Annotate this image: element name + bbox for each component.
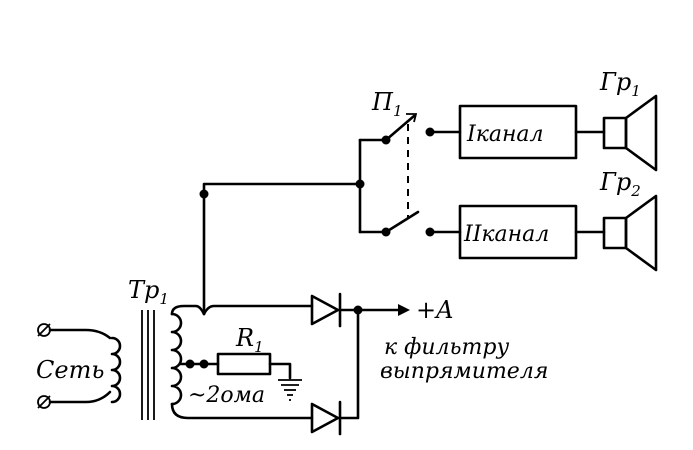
resistor-to-ground-wire bbox=[268, 362, 292, 380]
speaker-1 bbox=[602, 94, 658, 172]
resistor-r1 bbox=[216, 352, 272, 376]
switch-label: П1 bbox=[371, 88, 402, 120]
speaker1-label: Гр1 bbox=[599, 68, 641, 100]
rectifier-tie-wire bbox=[338, 308, 360, 420]
transformer-primary-winding bbox=[110, 336, 122, 404]
mains-wire-bottom bbox=[48, 390, 112, 404]
secondary-bottom-wire bbox=[170, 402, 314, 420]
transformer-secondary-winding bbox=[170, 312, 183, 406]
mains-terminal-bottom bbox=[37, 395, 51, 409]
rectifier-junction-dot bbox=[353, 305, 363, 315]
resistance-value-label: ~2ома bbox=[188, 383, 265, 408]
secondary-top-wire bbox=[170, 304, 314, 316]
transformer-label: Тр1 bbox=[128, 276, 169, 308]
supply-vertical-wire bbox=[202, 182, 362, 316]
mains-label: Сеть bbox=[36, 356, 104, 384]
switch-contact-2 bbox=[381, 210, 435, 237]
speaker-2 bbox=[602, 194, 658, 272]
channel1-label: Iканал bbox=[466, 122, 544, 147]
output-arrow bbox=[398, 304, 410, 316]
filter-label-line2: выпрямителя bbox=[380, 359, 548, 384]
speaker2-label: Гр2 bbox=[599, 168, 641, 200]
plus-a-label: +A bbox=[416, 296, 453, 324]
diode-lower bbox=[310, 400, 342, 436]
diode-upper bbox=[310, 292, 342, 328]
junction-dot bbox=[199, 189, 209, 199]
transformer-core bbox=[141, 310, 155, 420]
filter-label-line1: к фильтру bbox=[384, 335, 509, 360]
mains-wire-top bbox=[48, 328, 112, 340]
channel2-label: IIканал bbox=[463, 222, 549, 247]
ground-symbol bbox=[278, 379, 302, 401]
mains-terminal-top bbox=[37, 323, 51, 337]
resistor-label: R1 bbox=[235, 324, 264, 356]
